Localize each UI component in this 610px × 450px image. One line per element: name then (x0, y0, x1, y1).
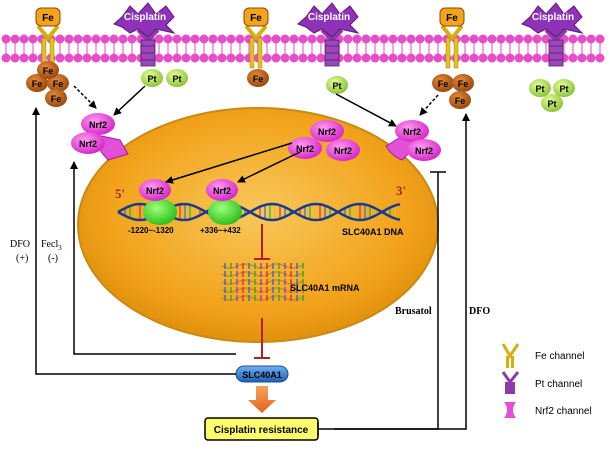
svg-text:Pt: Pt (333, 81, 342, 91)
legend-pt-channel-icon (501, 371, 520, 394)
membrane-channels (36, 24, 568, 69)
pt-channel (544, 28, 568, 67)
five-prime-label: 5' (115, 186, 125, 201)
svg-text:Fe: Fe (51, 94, 62, 104)
fe-label-2: Fe (243, 7, 269, 27)
legend: Fe channel Pt channel Nrf2 channel (501, 343, 592, 418)
pt-channel (136, 28, 160, 67)
legend-fe-channel-icon (501, 343, 520, 368)
svg-text:Fe: Fe (250, 13, 262, 24)
pt-ion-pair-left: Pt Pt (141, 69, 188, 87)
nrf2-on-dna-2: Nrf2 (206, 179, 238, 201)
svg-text:Cisplatin resistance: Cisplatin resistance (214, 425, 309, 436)
dfo-right-label: DFO (469, 306, 490, 317)
svg-text:Pt: Pt (536, 84, 545, 94)
pathway-arrows (73, 85, 439, 184)
fe-label-1: Fe (35, 7, 61, 27)
svg-text:Fe: Fe (438, 79, 449, 89)
svg-text:Fe: Fe (32, 79, 43, 89)
pt-ion-cluster-right: Pt Pt Pt (529, 79, 575, 112)
nrf2-cytoplasm-left: Nrf2 Nrf2 (71, 113, 129, 161)
fecl-sign: (-) (48, 253, 58, 264)
cisplatin-resistance-box: Cisplatin resistance (204, 417, 319, 441)
svg-text:Nrf2: Nrf2 (415, 146, 433, 156)
fe-ion-cluster-right: Fe Fe Fe (432, 74, 474, 109)
svg-text:Cisplatin: Cisplatin (124, 12, 166, 23)
svg-text:Fe: Fe (253, 74, 264, 84)
brusatol-label: Brusatol (395, 306, 432, 317)
cell-membrane (1, 34, 605, 63)
binding-site-1 (143, 199, 177, 225)
fe-channel (440, 24, 464, 69)
fe-ion-middle: Fe (247, 69, 269, 87)
svg-text:Cisplatin: Cisplatin (532, 12, 574, 23)
svg-text:Pt: Pt (548, 99, 557, 109)
mrna-label: SLC40A1 mRNA (290, 283, 360, 293)
fe-channel (244, 24, 268, 69)
site2-label: +336~+432 (200, 226, 241, 235)
svg-text:Nrf2 channel: Nrf2 channel (535, 406, 592, 417)
svg-text:Pt: Pt (560, 84, 569, 94)
dna-label: SLC40A1 DNA (342, 227, 404, 237)
fecl-label: Fecl3 (41, 239, 62, 252)
svg-text:Fe: Fe (446, 13, 458, 24)
svg-text:Nrf2: Nrf2 (334, 146, 352, 156)
svg-text:Nrf2: Nrf2 (318, 127, 336, 137)
svg-text:Pt channel: Pt channel (535, 379, 582, 390)
svg-text:Nrf2: Nrf2 (79, 139, 97, 149)
left-feedback-lines (32, 107, 236, 375)
cisplatin-star-2: Cisplatin (297, 2, 360, 38)
fe-channel (36, 24, 60, 69)
pt-ion-middle: Pt (326, 76, 348, 94)
fe-ion-cluster-left: Fe Fe Fe Fe (26, 61, 69, 107)
nucleus (77, 107, 439, 343)
svg-text:Fe channel: Fe channel (535, 351, 584, 362)
svg-text:Fe: Fe (42, 13, 54, 24)
svg-text:SLC40A1: SLC40A1 (242, 370, 282, 380)
pt-channel (320, 28, 344, 67)
mrna-strands (221, 263, 305, 301)
site1-label: -1220~-1320 (128, 226, 174, 235)
resistance-arrow (248, 386, 276, 413)
three-prime-label: 3' (396, 183, 406, 198)
svg-text:Fe: Fe (43, 66, 54, 76)
svg-text:Pt: Pt (148, 74, 157, 84)
nrf2-cytoplasm-right: Nrf2 Nrf2 (385, 120, 441, 161)
svg-text:Nrf2: Nrf2 (213, 186, 231, 196)
svg-text:Nrf2: Nrf2 (89, 120, 107, 130)
dfo-left-label: DFO (10, 239, 30, 250)
nrf2-cluster: Nrf2 Nrf2 Nrf2 (288, 120, 360, 161)
svg-text:Fe: Fe (455, 96, 466, 106)
slc40a1-box: SLC40A1 (235, 365, 289, 383)
right-feedback-lines (317, 113, 470, 436)
svg-text:Cisplatin: Cisplatin (308, 12, 350, 23)
fe-label-3: Fe (439, 7, 465, 27)
svg-text:Nrf2: Nrf2 (146, 186, 164, 196)
svg-text:Fe: Fe (53, 79, 64, 89)
dfo-left-sign: (+) (16, 253, 28, 264)
svg-text:Nrf2: Nrf2 (403, 127, 421, 137)
nrf2-on-dna-1: Nrf2 (139, 179, 171, 201)
legend-nrf2-channel-icon (504, 402, 516, 418)
binding-site-2 (208, 199, 242, 225)
svg-text:Fe: Fe (458, 79, 469, 89)
cisplatin-star-3: Cisplatin (521, 2, 584, 38)
svg-text:Nrf2: Nrf2 (296, 144, 314, 154)
svg-text:Pt: Pt (173, 74, 182, 84)
cisplatin-star-1: Cisplatin (113, 2, 176, 38)
